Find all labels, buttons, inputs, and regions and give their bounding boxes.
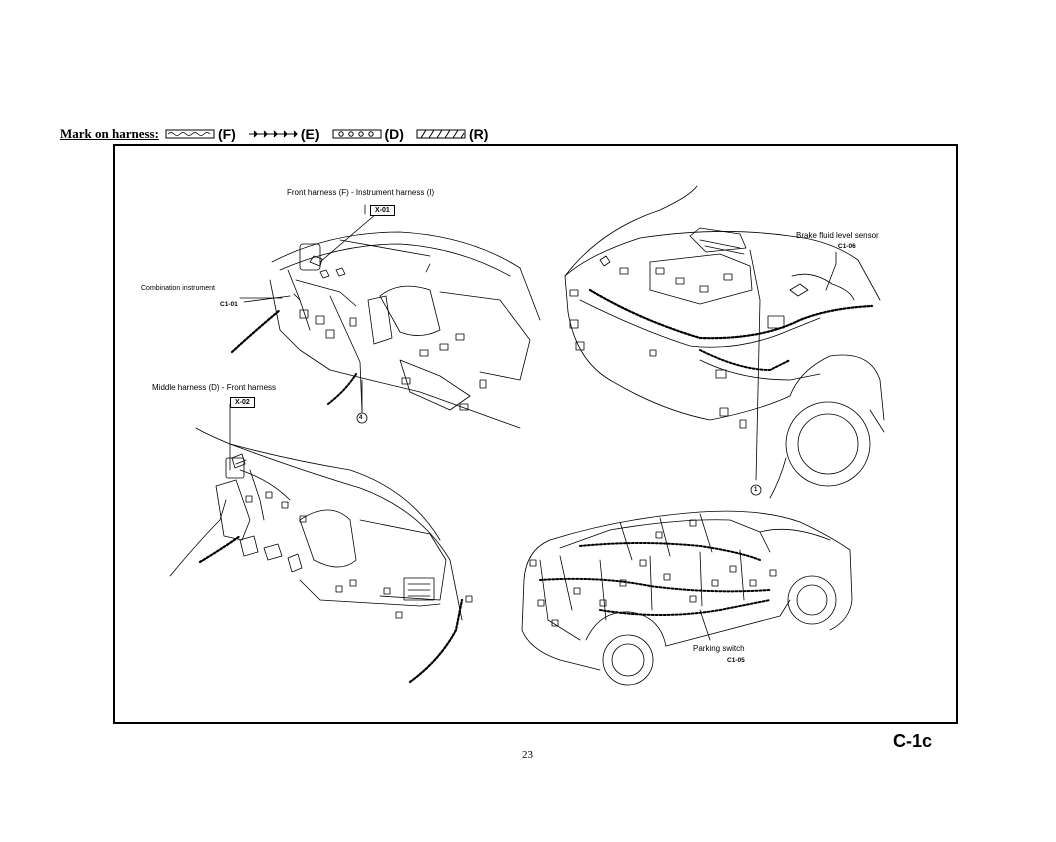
callout-1: 1: [754, 487, 758, 493]
hatch-mark-icon: [416, 129, 466, 139]
legend-item-r: (R): [416, 126, 488, 142]
legend-title: Mark on harness:: [60, 126, 159, 141]
section-code: C-1c: [893, 731, 933, 751]
middle-front-harness-label: Middle harness (D) - Front harness: [152, 383, 277, 392]
instrument-panel-drawing: [230, 204, 541, 429]
connector-code-x01: X-01: [370, 205, 395, 216]
circle-mark-icon: [332, 129, 382, 139]
wavy-mark-icon: [165, 129, 215, 139]
legend-item-e: (E): [248, 126, 320, 142]
callout-4: 4: [359, 415, 363, 421]
engine-compartment-drawing: [564, 185, 885, 499]
legend-item-f: (F): [165, 126, 236, 142]
harness-mark-legend: Mark on harness: (F) (E) (D) (R): [60, 124, 500, 144]
dash-lower-drawing: [169, 403, 473, 684]
legend-code-e: (E): [300, 126, 320, 142]
connector-code-c106: C1-06: [838, 243, 856, 250]
legend-code-r: (R): [468, 126, 489, 142]
parking-switch-label: Parking switch: [693, 644, 745, 653]
page-number: 23: [522, 749, 533, 761]
connector-code-x02: X-02: [230, 397, 255, 408]
connector-code-c105: C1-05: [727, 657, 745, 664]
brake-fluid-sensor-label: Brake fluid level sensor: [796, 231, 879, 240]
combination-instrument-label: Combination instrument: [141, 285, 215, 292]
connector-code-c101: C1-01: [220, 301, 238, 308]
car-body-drawing: [521, 510, 853, 686]
arrow-mark-icon: [248, 130, 298, 138]
legend-code-d: (D): [384, 126, 404, 142]
diagram-frame: [113, 144, 958, 724]
legend-item-d: (D): [332, 126, 404, 142]
front-instrument-harness-label: Front harness (F) - Instrument harness (…: [287, 188, 435, 197]
legend-code-f: (F): [217, 126, 236, 142]
